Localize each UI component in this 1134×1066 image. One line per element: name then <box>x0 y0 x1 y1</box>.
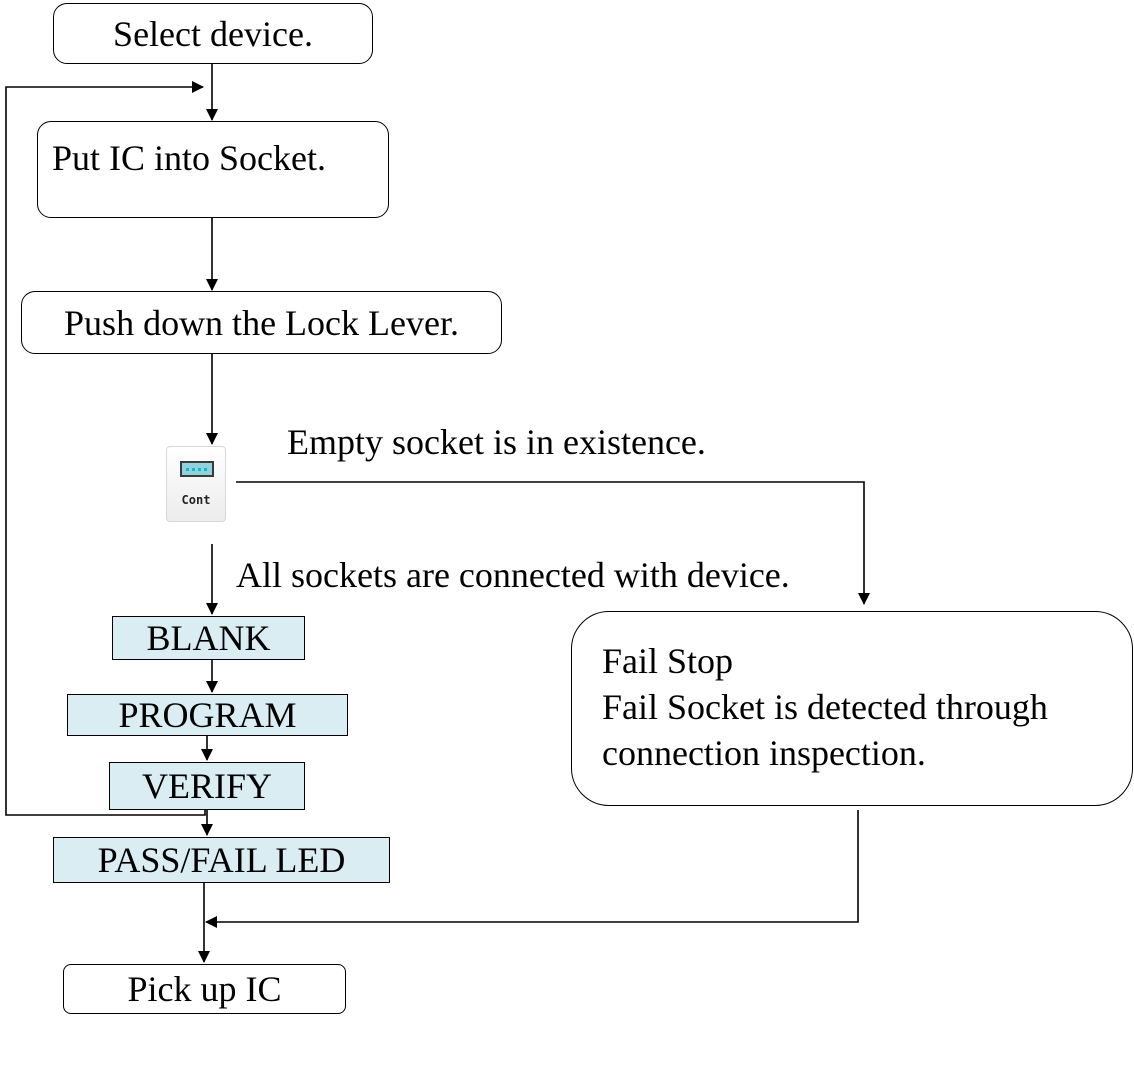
socket-chip-icon <box>180 461 214 477</box>
node-fail-stop: Fail Stop Fail Socket is detected throug… <box>571 611 1133 806</box>
node-push-lock-lever: Push down the Lock Lever. <box>21 291 502 354</box>
node-put-ic: Put IC into Socket. <box>37 121 389 218</box>
node-pick-up-ic: Pick up IC <box>63 964 346 1014</box>
step-pass-fail-led: PASS/FAIL LED <box>53 837 390 883</box>
fail-stop-line-1: Fail Socket is detected through <box>602 687 1048 727</box>
edge-label-all-connected: All sockets are connected with device. <box>236 555 790 595</box>
cont-icon-label: Cont <box>181 493 211 507</box>
step-blank: BLANK <box>112 616 305 660</box>
connector-cont-to-failstop <box>236 481 870 605</box>
node-select-device: Select device. <box>53 3 373 64</box>
fail-stop-title: Fail Stop <box>602 641 734 681</box>
fail-stop-line-2: connection inspection. <box>602 733 926 773</box>
connector-failstop-to-merge <box>205 810 859 928</box>
step-program: PROGRAM <box>67 694 348 736</box>
continuity-check-icon: Cont <box>166 446 226 522</box>
edge-label-empty-socket: Empty socket is in existence. <box>287 422 706 462</box>
step-verify: VERIFY <box>109 762 305 810</box>
